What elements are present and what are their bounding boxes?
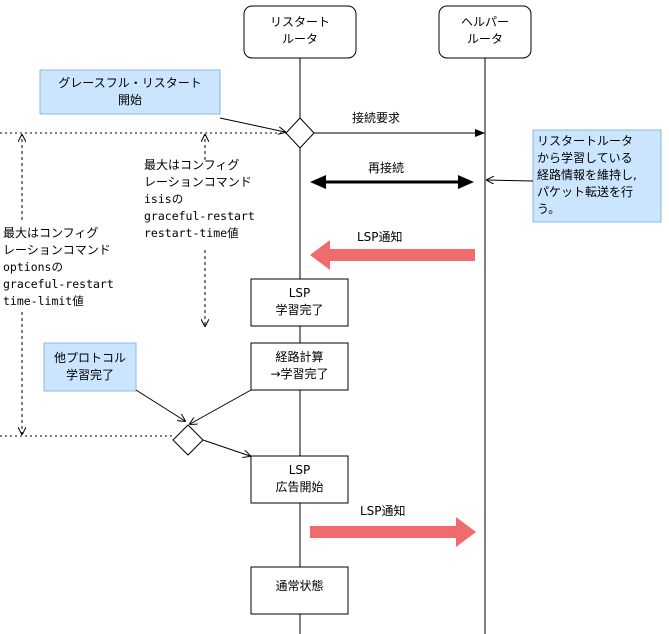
inner-timer-note-line2: レーションコマンド (144, 175, 252, 189)
graceful-restart-note-line1: グレースフル・リスタート (58, 76, 202, 90)
reconnect-arrowhead-left (310, 175, 326, 189)
lsp-advert-label-line2: 広告開始 (275, 480, 324, 494)
helper-action-note-line1: リスタートルータ (537, 134, 634, 148)
other-protocol-note-line2: 学習完了 (65, 368, 114, 382)
lsp-learned-label-line1: LSP (288, 286, 311, 300)
helper-router-box (438, 5, 532, 59)
outer-timer-note-line2: レーションコマンド (3, 243, 111, 257)
inner-timer-note-line4: graceful-restart (144, 209, 255, 223)
lsp-learned-label-line2: 学習完了 (275, 303, 324, 317)
lsp-notify-out-shaft (310, 526, 457, 538)
restart-diamond (285, 117, 315, 149)
helper-action-note-line4: パケット転送を行 (537, 185, 634, 199)
helper-router-label-line2: ルータ (466, 32, 503, 46)
helper-router-label: ヘルパー ルータ (439, 14, 531, 48)
lsp-notify-out-head (456, 517, 476, 547)
inner-timer-note: 最大はコンフィグ レーションコマンド isisの graceful-restar… (144, 157, 255, 242)
connect-request-label: 接続要求 (352, 111, 401, 125)
lsp-notify-in-shaft (328, 249, 475, 261)
other-protocol-note-text: 他プロトコル 学習完了 (44, 350, 136, 384)
route-calc-to-merge (190, 389, 252, 424)
graceful-restart-note-text: グレースフル・リスタート 開始 (40, 75, 220, 109)
lsp-learned-box (250, 278, 349, 327)
outer-timer-note-line1: 最大はコンフィグ (3, 226, 99, 240)
helper-action-note-text: リスタートルータ から学習している 経路情報を維持し, パケット転送を行 う。 (537, 133, 661, 218)
lsp-notify-in-label: LSP通知 (357, 230, 403, 244)
lsp-notify-out-label: LSP通知 (360, 504, 406, 518)
outer-timer-note: 最大はコンフィグ レーションコマンド optionsの graceful-res… (3, 225, 114, 310)
graceful-restart-note (39, 69, 221, 115)
restart-router-box (243, 5, 357, 59)
lsp-learned-label: LSP 学習完了 (251, 285, 348, 319)
helper-action-note-line3: 経路情報を維持し, (537, 168, 637, 182)
lsp-advert-box (250, 455, 349, 504)
lsp-advert-label-line1: LSP (288, 463, 311, 477)
graceful-restart-note-line2: 開始 (117, 93, 142, 107)
helper-action-note (532, 129, 662, 223)
reconnect-label: 再接続 (368, 161, 405, 175)
route-calc-label-line2: →学習完了 (270, 367, 329, 381)
inner-timer-note-line1: 最大はコンフィグ (144, 158, 240, 172)
helper-router-label-line1: ヘルパー (460, 15, 509, 29)
lsp-advert-label: LSP 広告開始 (251, 462, 348, 496)
outer-timer-note-line5: time-limit値 (3, 294, 84, 308)
normal-box (250, 566, 349, 615)
restart-router-label: リスタート ルータ (244, 14, 356, 48)
helper-note-arrow (487, 180, 534, 181)
normal-label: 通常状態 (251, 578, 348, 595)
helper-action-note-line2: から学習している (537, 151, 633, 165)
inner-timer-note-line3: isisの (144, 192, 184, 206)
other-protocol-arrow (135, 389, 185, 421)
other-protocol-note-line1: 他プロトコル (53, 351, 126, 365)
helper-action-note-line5: う。 (537, 202, 561, 216)
restart-router-label-line2: ルータ (281, 32, 318, 46)
inner-timer-note-line5: restart-time値 (144, 226, 239, 240)
reconnect-arrowhead-right (458, 175, 474, 189)
normal-label-line1: 通常状態 (275, 579, 324, 593)
outer-timer-note-line3: optionsの (3, 260, 63, 274)
merge-diamond (172, 424, 204, 456)
route-calc-label-line1: 経路計算 (275, 350, 324, 364)
route-calc-box (250, 342, 349, 391)
lsp-notify-in-head (310, 240, 330, 270)
graceful-note-arrow (219, 117, 285, 132)
merge-to-advert (202, 439, 250, 456)
restart-router-label-line1: リスタート (269, 15, 330, 29)
route-calc-label: 経路計算 →学習完了 (251, 349, 348, 383)
outer-timer-note-line4: graceful-restart (3, 277, 114, 291)
other-protocol-note (43, 342, 137, 392)
